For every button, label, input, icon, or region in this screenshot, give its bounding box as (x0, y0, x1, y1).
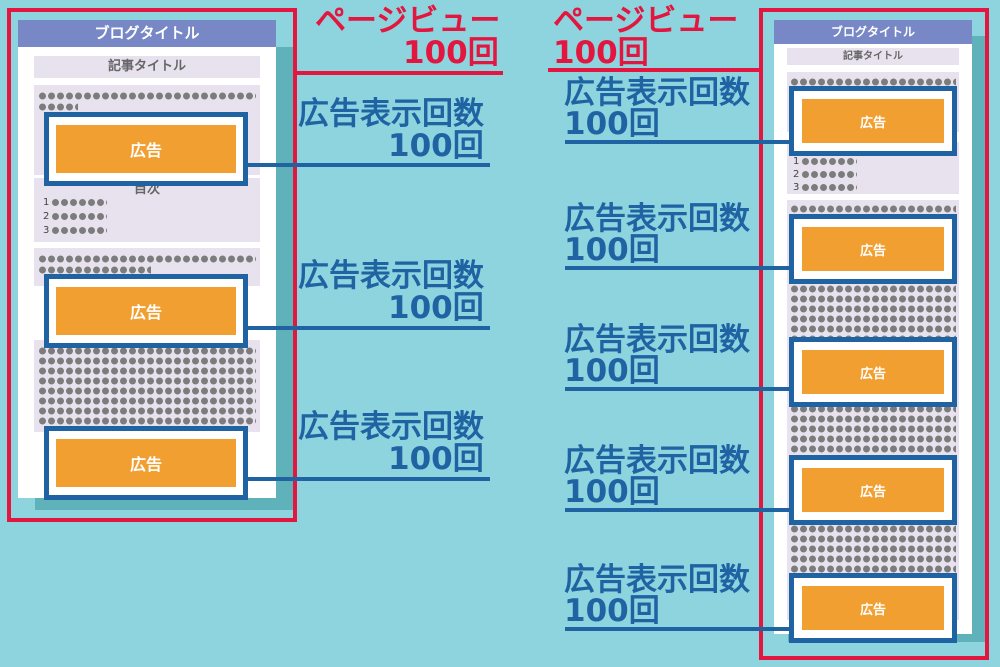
right-ad-impressions-label-1: 広告表示回数 (564, 75, 750, 111)
left-blog-page: ブログタイトル 記事タイトル 目次 1 2 3 (18, 20, 276, 498)
right-toc-row-2: 2 (793, 169, 857, 180)
left-ad-impressions-count-3: 100回 (388, 441, 484, 477)
right-ad-line-5 (565, 627, 791, 631)
left-ad-line-1 (248, 163, 490, 167)
right-pageview-count: 100回 (553, 35, 649, 71)
right-ad-2: 広告 (802, 227, 944, 271)
right-ad-4: 広告 (802, 468, 944, 512)
right-ad-impressions-label-3: 広告表示回数 (564, 322, 750, 358)
left-pageview-count: 100回 (403, 35, 499, 71)
left-ad-line-2 (248, 326, 490, 330)
right-pageview-line (548, 68, 761, 72)
left-toc-row-1: 1 (43, 197, 107, 208)
left-pageview-label: ページビュー (315, 3, 501, 39)
left-pageview-line (295, 71, 503, 75)
right-toc-row-3: 3 (793, 182, 857, 193)
right-article-title: 記事タイトル (787, 48, 959, 65)
right-ad-line-4 (565, 508, 791, 512)
right-ad-impressions-count-5: 100回 (564, 593, 660, 629)
right-ad-line-2 (565, 266, 791, 270)
left-ad-3: 広告 (56, 439, 236, 487)
left-ad-impressions-label-1: 広告表示回数 (298, 96, 484, 132)
left-toc-row-3: 3 (43, 225, 107, 236)
left-ad-impressions-count-2: 100回 (388, 290, 484, 326)
right-pageview-label: ページビュー (553, 3, 739, 39)
right-toc-row-1: 1 (793, 156, 857, 167)
right-ad-impressions-count-4: 100回 (564, 474, 660, 510)
right-ad-line-3 (565, 387, 791, 391)
right-ad-5: 広告 (802, 586, 944, 630)
right-ad-impressions-label-2: 広告表示回数 (564, 201, 750, 237)
right-ad-1: 広告 (802, 99, 944, 143)
left-ad-2: 広告 (56, 287, 236, 335)
left-toc-block: 目次 1 2 3 (34, 178, 260, 242)
right-ad-impressions-label-5: 広告表示回数 (564, 562, 750, 598)
right-ad-impressions-label-4: 広告表示回数 (564, 443, 750, 479)
left-text-block-3 (34, 340, 260, 432)
left-toc-row-2: 2 (43, 211, 107, 222)
right-ad-impressions-count-2: 100回 (564, 232, 660, 268)
left-blog-title: ブログタイトル (18, 20, 276, 47)
right-ad-impressions-count-3: 100回 (564, 353, 660, 389)
left-page-highlight (7, 8, 297, 522)
right-ad-line-1 (565, 140, 791, 144)
left-ad-impressions-label-2: 広告表示回数 (298, 258, 484, 294)
right-ad-3: 広告 (802, 350, 944, 394)
right-ad-impressions-count-1: 100回 (564, 106, 660, 142)
left-ad-line-3 (248, 477, 490, 481)
left-ad-impressions-label-3: 広告表示回数 (298, 409, 484, 445)
left-ad-1: 広告 (56, 125, 236, 173)
left-ad-impressions-count-1: 100回 (388, 128, 484, 164)
right-page-highlight (759, 8, 989, 660)
right-blog-title: ブログタイトル (774, 20, 972, 44)
left-article-title: 記事タイトル (34, 56, 260, 78)
